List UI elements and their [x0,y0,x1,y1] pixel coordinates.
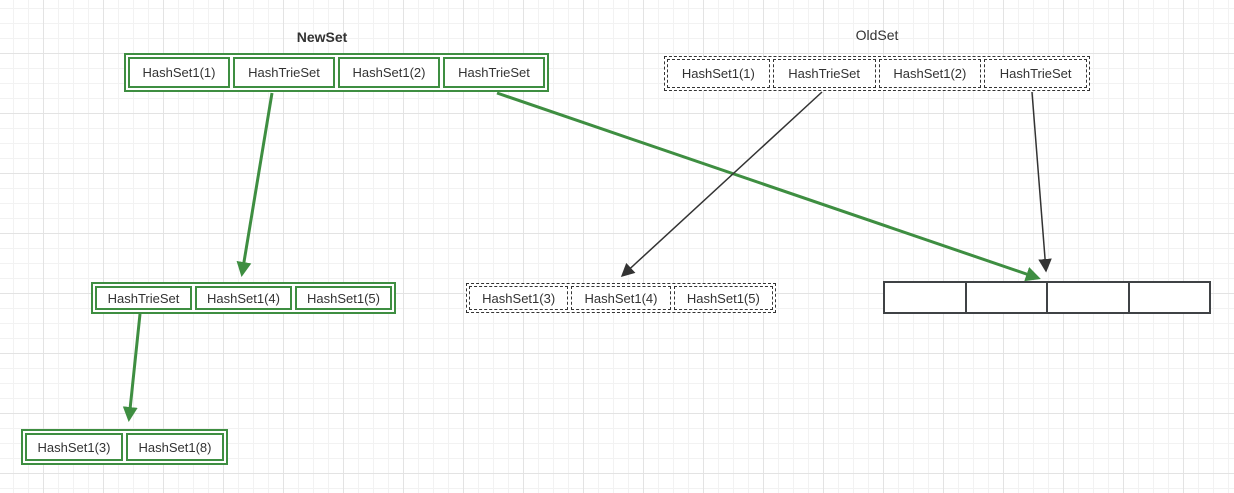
arrow-oldset-trie1-to-oldchild[interactable] [620,91,823,278]
oldset-cell[interactable]: HashSet1(1) [667,59,770,88]
arrow-oldset-trie2-to-emptyarray[interactable] [1031,91,1052,273]
oldset-child-cell[interactable]: HashSet1(5) [673,286,773,310]
empty-array-cell[interactable] [1127,283,1209,312]
oldset-cell[interactable]: HashTrieSet [984,59,1087,88]
oldset-cell[interactable]: HashTrieSet [772,59,876,88]
newset-child-cell[interactable]: HashTrieSet [95,286,192,310]
newset-cell[interactable]: HashSet1(2) [338,57,440,88]
newset-child-cell[interactable]: HashSet1(5) [295,286,392,310]
empty-array-row[interactable] [883,281,1211,314]
arrow-newset-trie2-to-emptyarray[interactable] [496,91,1041,282]
newset-cell[interactable]: HashSet1(1) [128,57,230,88]
newset-cell[interactable]: HashTrieSet [443,57,545,88]
newset-child-row[interactable]: HashTrieSet HashSet1(4) HashSet1(5) [91,282,396,314]
newset-cell[interactable]: HashTrieSet [233,57,335,88]
oldset-child-cell[interactable]: HashSet1(3) [469,286,569,310]
oldset-root-row[interactable]: HashSet1(1) HashTrieSet HashSet1(2) Hash… [664,56,1090,91]
oldset-title[interactable]: OldSet [855,27,899,43]
empty-array-cell[interactable] [964,283,1046,312]
arrow-newset-trie1-to-newchild[interactable] [236,92,274,277]
arrow-newchild-trie-to-grandchild[interactable] [122,313,142,422]
newset-grandchild-row[interactable]: HashSet1(3) HashSet1(8) [21,429,228,465]
oldset-child-row[interactable]: HashSet1(3) HashSet1(4) HashSet1(5) [466,283,776,313]
newset-grandchild-cell[interactable]: HashSet1(8) [126,433,224,461]
newset-child-cell[interactable]: HashSet1(4) [195,286,292,310]
empty-array-cell[interactable] [885,283,965,312]
oldset-child-cell[interactable]: HashSet1(4) [571,286,671,310]
newset-root-row[interactable]: HashSet1(1) HashTrieSet HashSet1(2) Hash… [124,53,549,92]
newset-title[interactable]: NewSet [296,29,348,45]
newset-grandchild-cell[interactable]: HashSet1(3) [25,433,123,461]
empty-array-cell[interactable] [1046,283,1128,312]
oldset-cell[interactable]: HashSet1(2) [878,59,982,88]
